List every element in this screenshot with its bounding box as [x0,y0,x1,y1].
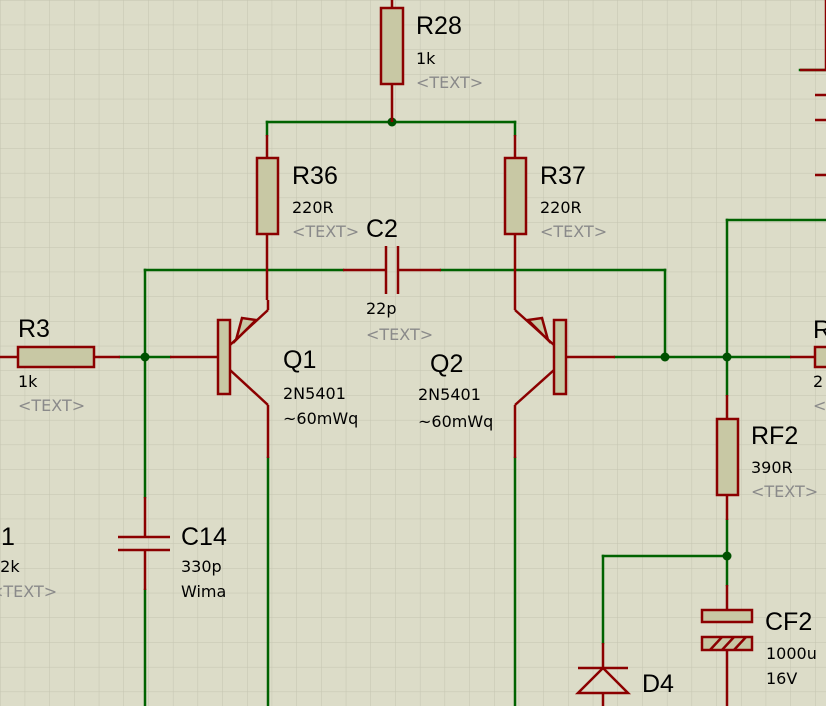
rf2-ref: RF2 [751,422,798,450]
r1-ref: R1 [0,523,15,551]
capacitor-c14[interactable]: C14 330p Wima [118,497,227,601]
r36-ref: R36 [292,162,338,190]
junction-rf2-d4 [722,551,732,561]
r36-value: 220R [292,198,334,217]
r1-value: 22k [0,557,20,576]
r28-value: 1k [416,49,436,68]
diode-d4[interactable]: D4 [574,643,674,706]
rf2-text: <TEXT> [751,482,818,501]
junction-q1-base [140,352,150,362]
partial-symbol-top-right [800,0,826,177]
transistor-q2[interactable]: Q2 2N5401 ~60mWq [418,300,615,458]
r3-ref: R3 [18,315,50,343]
junction-q2-base [660,352,670,362]
r37-value: 220R [540,198,582,217]
edge-right-ref: R [813,316,826,344]
r37-ref: R37 [540,162,586,190]
q1-value: 2N5401 [283,384,346,403]
resistor-edge-right[interactable]: R 2 < [790,316,826,415]
rf2-value: 390R [751,458,793,477]
r36-text: <TEXT> [292,222,359,241]
r28-ref: R28 [416,12,462,40]
q1-ref: Q1 [283,346,316,374]
resistor-r1[interactable]: R1 22k <TEXT> [0,523,57,601]
resistor-r36[interactable]: R36 220R <TEXT> [255,135,359,300]
q2-value: 2N5401 [418,385,481,404]
q2-ref: Q2 [430,350,463,378]
c2-text: <TEXT> [366,325,433,344]
c2-value: 22p [366,299,397,318]
c14-value: 330p [181,557,222,576]
r3-text: <TEXT> [18,396,85,415]
c2-ref: C2 [366,215,398,243]
wires [118,68,826,706]
edge-right-text: < [813,396,826,415]
q1-text: ~60mWq [283,409,358,428]
r28-text: <TEXT> [416,73,483,92]
c14-text: Wima [181,582,226,601]
d4-ref: D4 [642,670,674,698]
r1-text: <TEXT> [0,582,57,601]
transistor-q1[interactable]: Q1 2N5401 ~60mWq [170,300,358,458]
edge-right-value: 2 [813,372,823,391]
c14-ref: C14 [181,523,227,551]
resistor-r3[interactable]: R3 1k <TEXT> [0,315,120,415]
resistor-r28[interactable]: R28 1k <TEXT> [379,0,483,122]
junction-right-rail [722,352,732,362]
r37-text: <TEXT> [540,222,607,241]
cf2-ref: CF2 [765,608,812,636]
capacitor-cf2[interactable]: CF2 1000u 16V [700,585,817,706]
r3-value: 1k [18,372,38,391]
resistor-r37[interactable]: R37 220R <TEXT> [503,135,607,300]
cf2-value: 1000u [766,644,817,663]
cf2-text: 16V [766,669,797,688]
capacitor-c2[interactable]: C2 22p <TEXT> [343,215,441,344]
resistor-rf2[interactable]: RF2 390R <TEXT> [715,395,818,520]
q2-text: ~60mWq [418,412,493,431]
